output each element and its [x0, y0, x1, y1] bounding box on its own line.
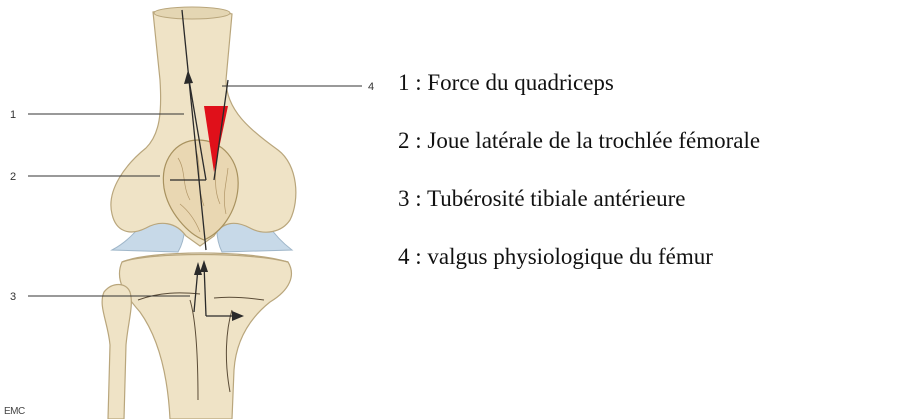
legend-item-femur-valgus: 4 : valgus physiologique du fémur [398, 242, 760, 271]
callout-number-3: 3 [10, 291, 16, 303]
publisher-credit: EMC [4, 406, 25, 417]
tibia-bone [119, 255, 291, 419]
legend-item-quadriceps-force: 1 : Force du quadriceps [398, 68, 760, 97]
callout-number-1: 1 [10, 109, 16, 121]
fibula-bone [102, 285, 131, 419]
femur-cut-end [154, 7, 230, 19]
callout-number-2: 2 [10, 171, 16, 183]
callout-number-4: 4 [368, 81, 374, 93]
legend-item-trochlea-lateral-facet: 2 : Joue latérale de la trochlée fémoral… [398, 126, 760, 155]
legend-item-tibial-tuberosity: 3 : Tubérosité tibiale antérieure [398, 184, 760, 213]
legend-list: 1 : Force du quadriceps 2 : Joue latéral… [398, 68, 760, 300]
knee-anatomy-figure: 1 2 3 4 EMC [0, 0, 380, 419]
